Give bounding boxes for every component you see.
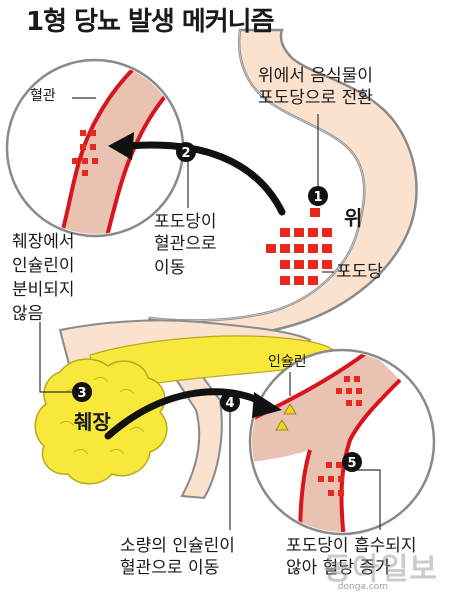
leader-step3 (39, 322, 72, 393)
arrow-step2-head (108, 132, 134, 160)
label-glucose: 포도당 (336, 262, 383, 282)
step-badge-3: 3 (72, 382, 92, 402)
pancreas-caption-line3: 분비되지 (12, 280, 75, 300)
label-stomach: 위 (344, 206, 363, 230)
svg-text:3: 3 (77, 386, 86, 401)
stomach-inner (149, 29, 365, 321)
step2-caption-line2: 혈관으로 (154, 234, 217, 254)
arrow-step4 (104, 388, 266, 440)
label-insulin: 인슐린 (268, 354, 307, 370)
stomach-caption-line1: 위에서 음식물이 (258, 66, 373, 86)
step4-caption-line2: 혈관으로 이동 (120, 558, 220, 578)
pancreas-caption-line4: 않음 (12, 304, 44, 324)
glucose-group-stomach (266, 208, 332, 285)
insulin-markers (275, 403, 297, 431)
svg-text:4: 4 (225, 396, 234, 411)
step4-caption-line1: 소량의 인슐린이 (120, 536, 235, 556)
watermark-logo: 동아일보 (323, 552, 438, 587)
step2-caption-line3: 이동 (154, 258, 186, 278)
pancreas-caption-line1: 췌장에서 (12, 232, 75, 252)
watermark-url: donga.com (337, 582, 388, 592)
step5-caption-line2: 않아 혈당 증가 (286, 558, 391, 578)
label-pancreas: 췌장 (74, 410, 111, 434)
pancreas-caption-line2: 인슐린이 (12, 256, 75, 276)
arrow-step4-head (252, 392, 282, 418)
step-badge-2: 2 (176, 142, 196, 162)
vessel-bottom (252, 352, 400, 532)
step-badge-4: 4 (220, 392, 240, 412)
svg-text:1: 1 (313, 190, 322, 205)
glucose-group-top-vessel (72, 130, 98, 176)
svg-text:5: 5 (347, 456, 356, 471)
stomach-caption-line2: 포도당으로 전환 (258, 88, 373, 108)
label-blood-vessel: 혈관 (30, 88, 56, 104)
leader-step5 (354, 469, 381, 530)
step-badge-1: 1 (308, 186, 328, 206)
glucose-group-bottom-vessel (318, 376, 362, 496)
step2-caption-line1: 포도당이 (154, 212, 217, 232)
step5-caption-line1: 포도당이 흡수되지 (286, 536, 417, 556)
step-badge-5: 5 (342, 452, 362, 472)
diagram-title: 1형 당뇨 발생 메커니즘 (26, 7, 275, 37)
arrow-step2 (124, 141, 286, 216)
svg-text:2: 2 (181, 146, 190, 161)
